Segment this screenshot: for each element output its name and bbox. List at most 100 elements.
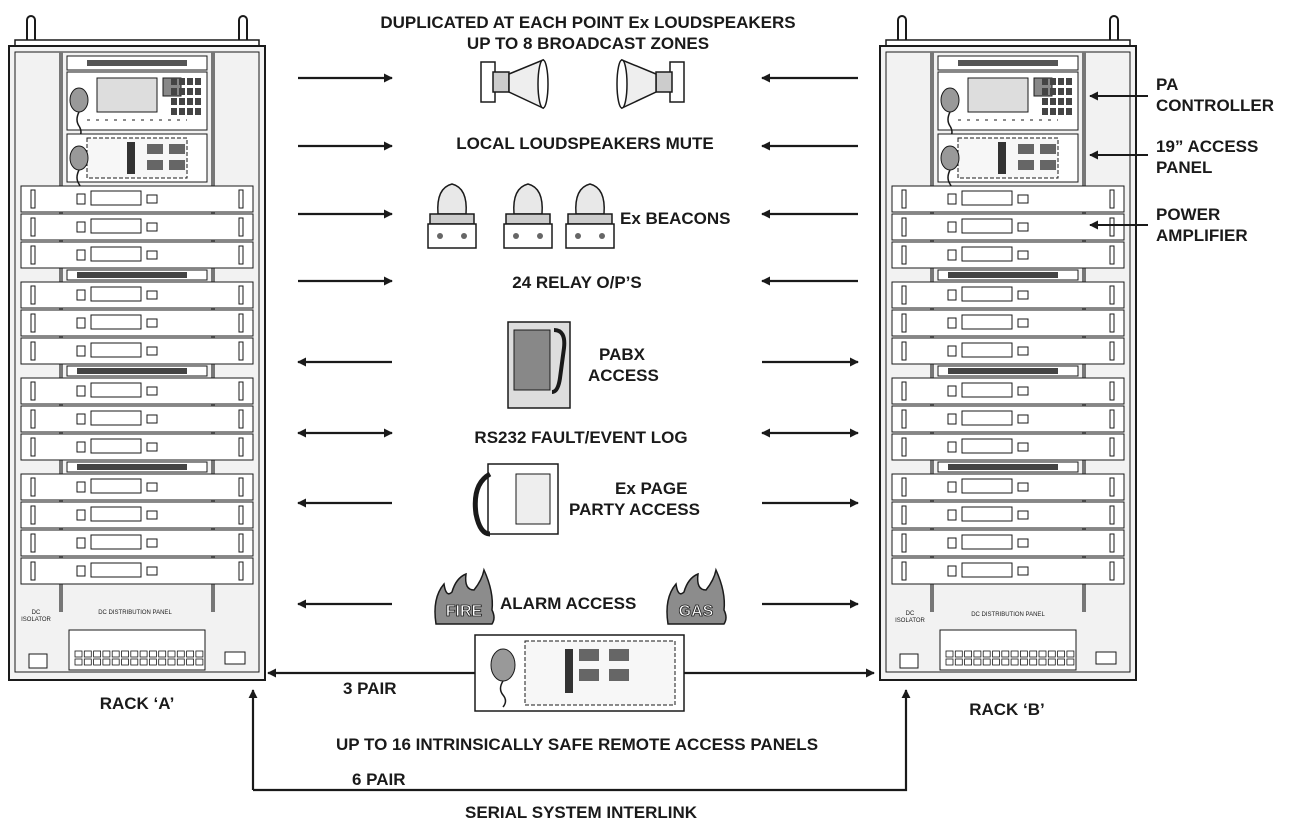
header-line-2: UP TO 8 BROADCAST ZONES (466, 34, 710, 53)
remote-panel-relay (609, 669, 629, 681)
rack-b-amp-handle (1109, 477, 1115, 497)
rack-a-amp-meter (90, 286, 142, 302)
rack-a-amp-switch (76, 413, 86, 425)
rack-b-amp-control (1017, 442, 1029, 452)
rack-b-power-amplifier (891, 241, 1125, 269)
rack-a-label: RACK ‘A’ (99, 694, 175, 713)
relay-label: 24 RELAY O/P’S (512, 273, 642, 292)
rack-a-amp-handle (30, 561, 36, 581)
remote-panel-board (524, 640, 676, 706)
rack-b-dc-breaker (945, 650, 954, 658)
rack-a-amp-meter (90, 534, 142, 550)
rack-b-dc-breaker (1001, 658, 1010, 666)
pabx-keypad (513, 329, 551, 391)
rack-b-dc-breaker (1029, 650, 1038, 658)
pabx-label-2: ACCESS (588, 366, 659, 385)
page-party-handset (472, 471, 492, 537)
rack-a-dc-breaker (74, 650, 83, 658)
rack-b-amp-handle (901, 409, 907, 429)
dc-panel-a: DC DISTRIBUTION PANEL (98, 610, 172, 616)
rack-b-amp-handle (901, 381, 907, 401)
remote-panel-mic-cord (499, 680, 507, 708)
rack-b-access-terminal (998, 142, 1006, 174)
rack-b-amp-handle (901, 505, 907, 525)
beacon-3-icon-gland (575, 233, 581, 239)
dc-isolator-a-2: ISOLATOR (21, 617, 51, 623)
rack-a-amp-control (146, 386, 158, 396)
rack-a-access-microphone (69, 145, 89, 171)
rack-b-pa-key (1066, 108, 1072, 115)
loudspeaker-right-icon-driver (655, 71, 673, 93)
rack-b-dc-breaker (1029, 658, 1038, 666)
rack-a-amp-handle (238, 477, 244, 497)
rack-b-dc-breaker (992, 658, 1000, 666)
rack-a-amp-handle (30, 245, 36, 265)
rack-a-dc-breaker (148, 658, 157, 666)
dc-isolator-b-2: ISOLATOR (895, 618, 925, 624)
rack-a-access-relay (147, 144, 163, 154)
rack-a-amp-handle (238, 217, 244, 237)
rack-a-amp-handle (238, 245, 244, 265)
rack-a-amp-control (146, 290, 158, 300)
rack-b-amp-control (1017, 290, 1029, 300)
loudspeaker-left-icon-driver (492, 71, 510, 93)
rack-b-dc-breaker (982, 658, 991, 666)
rack-b-vent-top-grille (958, 60, 1058, 66)
beacon-2-icon-gland (513, 233, 519, 239)
rack-b-dc-breaker (1066, 658, 1075, 666)
rack-b-amp-control (1017, 194, 1029, 204)
rack-b-dc-breaker (1047, 658, 1056, 666)
rack-b-vent-grille (948, 368, 1058, 374)
rack-b-pa-key (1058, 88, 1064, 95)
rack-b-amp-switch (947, 413, 957, 425)
rack-a-amp-control (146, 482, 158, 492)
rack-b-amp-handle (901, 245, 907, 265)
callout-pa-2: CONTROLLER (1156, 96, 1275, 115)
rack-b-amp-handle (1109, 533, 1115, 553)
beacon-1-icon-collar (429, 213, 475, 225)
rack-a-pa-key (179, 98, 185, 105)
dc-isolator-a-1: DC (31, 610, 41, 616)
rack-b-amp-handle (1109, 561, 1115, 581)
rack-a-amp-meter (90, 246, 142, 262)
rack-b-amp-control (1017, 222, 1029, 232)
rack-a (8, 15, 266, 681)
rack-b-dc-breaker (1020, 650, 1028, 658)
rack-a-pa-controller (66, 71, 208, 131)
rack-b-power-amplifier (891, 337, 1125, 365)
loudspeaker-right-icon-mouth (616, 59, 628, 109)
rack-a-amp-handle (30, 313, 36, 333)
rack-b-amp-handle (1109, 437, 1115, 457)
rack-a-amp-control (146, 414, 158, 424)
rack-b-access-relay (1040, 160, 1056, 170)
rack-a-amp-handle (30, 285, 36, 305)
rack-a-eye-right (238, 15, 248, 40)
pabx-label-1: PABX (599, 345, 645, 364)
beacon-1-icon-base (427, 223, 477, 249)
rack-b-pa-key (1050, 78, 1056, 85)
rack-b-amp-meter (961, 382, 1013, 398)
rack-b-eye-right (1109, 15, 1119, 40)
page-party-box (515, 473, 551, 525)
rack-a-amp-handle (238, 533, 244, 553)
rack-a-amp-handle (30, 505, 36, 525)
beacons-label: Ex BEACONS (620, 209, 731, 228)
rack-a-access-terminal (127, 142, 135, 174)
callout-pa-1: PA (1156, 75, 1179, 94)
rack-b-dc-breaker (964, 658, 972, 666)
rack-a-dc-breaker (130, 650, 139, 658)
rack-a-amp-handle (238, 561, 244, 581)
rack-a-amp-meter (90, 342, 142, 358)
rack-b-amp-handle (1109, 217, 1115, 237)
rack-a-dc-breaker (121, 650, 129, 658)
rack-a-amp-switch (76, 481, 86, 493)
rack-b-pa-key (1042, 98, 1048, 105)
rack-b-amp-switch (947, 565, 957, 577)
rack-b-pa-key (1066, 88, 1072, 95)
rack-a-dc-breaker (111, 658, 120, 666)
rack-a-amp-handle (30, 477, 36, 497)
rack-b-eye-left (897, 15, 907, 40)
remote-panel-relay (579, 649, 599, 661)
rack-b-amp-handle (901, 313, 907, 333)
rack-b-amp-meter (961, 286, 1013, 302)
